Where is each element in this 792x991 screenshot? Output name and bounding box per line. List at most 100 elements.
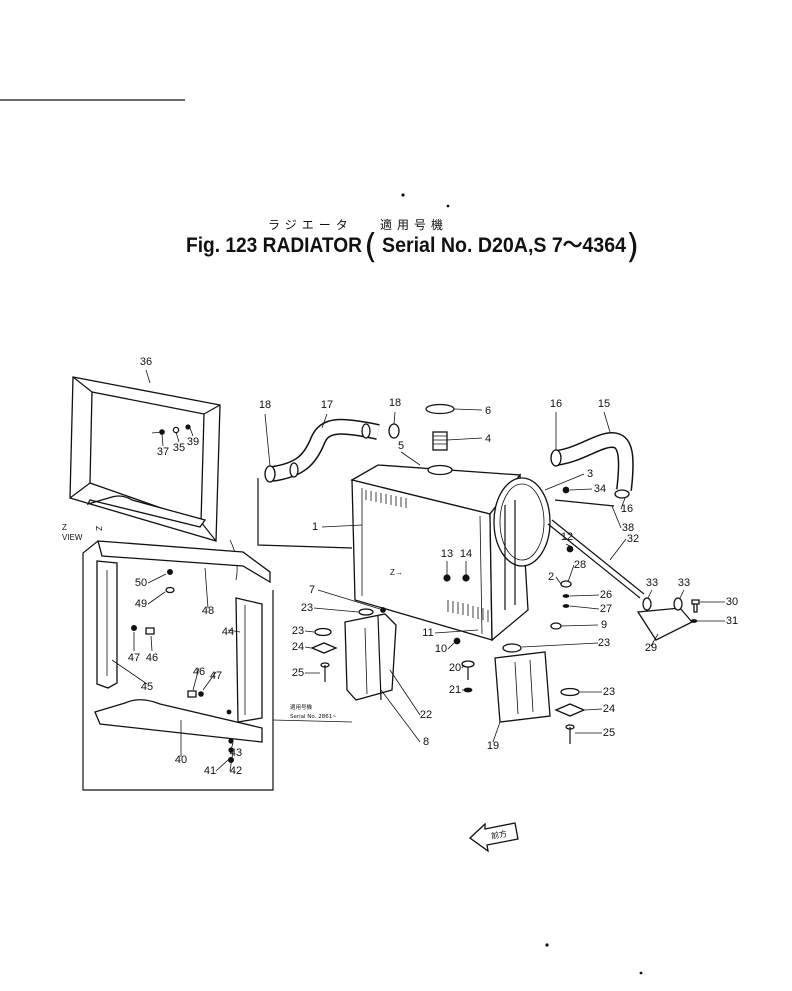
leader-line <box>264 411 396 467</box>
part-callout-10: 10 <box>435 643 447 655</box>
direction-arrow-label: 前方 <box>490 828 507 841</box>
hose-clamp-18 <box>264 465 276 483</box>
part-callout-44: 44 <box>222 626 234 638</box>
figure-title: Fig. 123 RADIATOR <box>186 234 362 257</box>
plate-8 <box>377 615 382 701</box>
front-direction-arrow: 前方 <box>468 822 519 853</box>
bolt-30 <box>691 599 700 613</box>
leader-line <box>380 669 421 743</box>
bolt-46 <box>145 627 155 635</box>
part-callout-45: 45 <box>141 681 153 693</box>
part-callout-48: 48 <box>202 605 214 617</box>
part-callout-36: 36 <box>140 356 152 368</box>
right-side-plate <box>235 597 263 723</box>
print-dot <box>446 204 450 208</box>
radiator-cap-group <box>425 403 455 451</box>
serial-note-japanese: 適用号機 <box>290 703 313 711</box>
leader-line <box>555 411 611 450</box>
leader-line <box>161 427 194 447</box>
bolt-7 <box>380 607 386 613</box>
washer-27 <box>562 604 570 608</box>
leader-line <box>544 473 627 561</box>
part-callout-14: 14 <box>460 548 472 560</box>
mount-bracket-22 <box>344 613 397 701</box>
part-callout-4: 4 <box>485 433 491 445</box>
part-callout-27: 27 <box>600 603 612 615</box>
leader-line <box>400 408 483 466</box>
upper-hose-17 <box>264 418 400 483</box>
nut-10 <box>453 637 461 645</box>
part-callout-15: 15 <box>598 398 610 410</box>
part-callout-16: 16 <box>550 398 562 410</box>
part-callout-23: 23 <box>603 686 615 698</box>
hose-body <box>554 433 633 491</box>
leader-line <box>321 524 363 528</box>
leader-line <box>461 642 599 691</box>
bottom-plate <box>94 699 263 743</box>
bracket-29 <box>636 607 694 641</box>
part-callout-47: 47 <box>210 670 222 682</box>
part-callout-31: 31 <box>726 615 738 627</box>
leader-line <box>180 720 234 772</box>
gasket-6 <box>425 403 455 415</box>
assembly-boundary <box>82 540 274 791</box>
part-callout-2: 2 <box>548 571 554 583</box>
radiator-core: Z→ <box>257 464 551 642</box>
leader-lines <box>111 369 725 772</box>
fan-ring <box>493 477 551 567</box>
washer-23-right <box>502 643 522 653</box>
bolt-50 <box>166 569 173 576</box>
part-callout-17: 17 <box>321 399 333 411</box>
shroud-panel-assembly <box>82 540 274 791</box>
part-callout-18: 18 <box>389 397 401 409</box>
core-side-channel <box>479 515 483 635</box>
part-callout-20: 20 <box>449 662 461 674</box>
leader-line <box>560 624 599 627</box>
bolt-33-right <box>673 597 683 611</box>
part-callout-13: 13 <box>441 548 453 560</box>
part-callout-8: 8 <box>423 736 429 748</box>
hose-clamp-16 <box>550 449 562 467</box>
part-callout-6: 6 <box>485 405 491 417</box>
part-callout-39: 39 <box>187 436 199 448</box>
print-dot <box>545 943 549 947</box>
core-fins-upper <box>365 490 407 508</box>
view-reference-line <box>257 478 353 549</box>
washer-47-lower <box>198 691 204 697</box>
leader-line <box>147 567 241 633</box>
part-callout-46: 46 <box>146 652 158 664</box>
core-fins-lower <box>447 600 489 622</box>
leader-line <box>145 369 151 384</box>
view-label-z: Z <box>62 523 67 532</box>
radiator-view-mark: Z→ <box>390 568 403 577</box>
part-callout-42: 42 <box>230 765 242 777</box>
part-callout-16: 16 <box>621 503 633 515</box>
title-paren-open: ( <box>364 227 377 267</box>
bolt-20-head <box>461 660 475 668</box>
title-paren-close: ) <box>626 227 639 267</box>
part-callout-50: 50 <box>135 577 147 589</box>
bolt-33 <box>642 597 652 611</box>
bolt-46-lower <box>187 690 197 698</box>
top-plate <box>97 540 271 584</box>
leader-line <box>111 632 217 691</box>
nut-12 <box>566 545 574 553</box>
shroud-edge <box>69 482 91 499</box>
shroud-nut <box>185 424 191 430</box>
hose-clamp <box>289 462 299 478</box>
shroud-edge <box>203 404 221 415</box>
leader-line <box>304 589 381 674</box>
part-callout-12: 12 <box>561 531 573 543</box>
title-japanese-serial: 適用号機 <box>380 217 448 232</box>
bolt-9 <box>550 622 562 630</box>
figure-serial: Serial No. D20A,S 7～4364 <box>382 234 626 257</box>
part-callout-22: 22 <box>420 709 432 721</box>
nut-21 <box>463 687 473 693</box>
leader-line <box>647 589 725 647</box>
part-callout-26: 26 <box>600 589 612 601</box>
direction-arrow-icon <box>468 822 519 853</box>
leader-line <box>492 691 603 743</box>
bolt-28 <box>560 580 572 588</box>
print-dot <box>401 193 405 197</box>
